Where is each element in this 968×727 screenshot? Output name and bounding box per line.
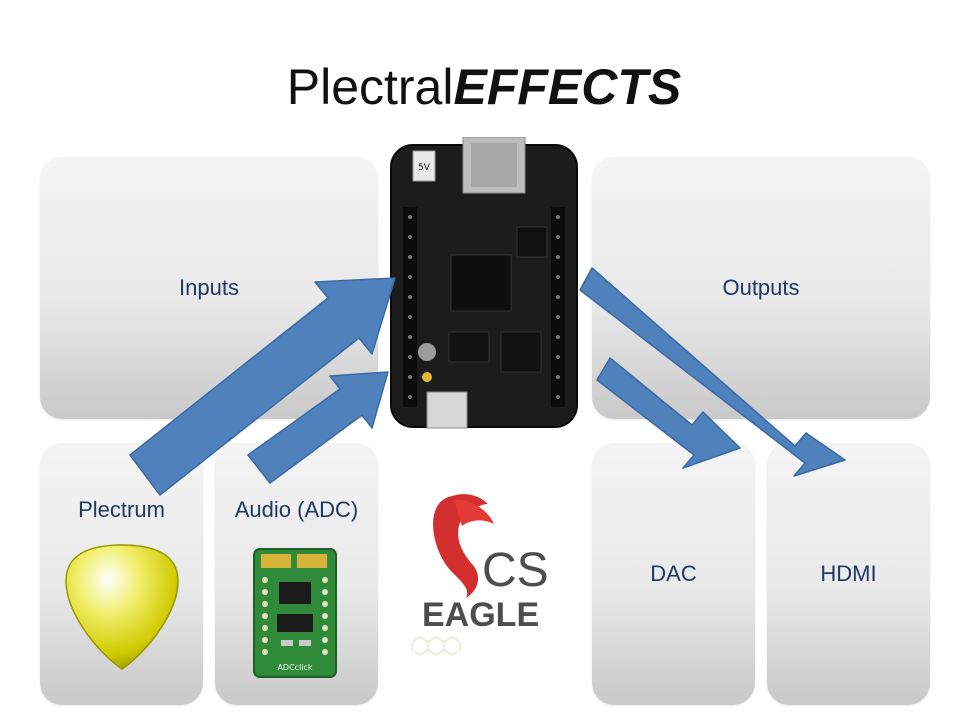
plectrum-icon xyxy=(65,544,179,670)
outputs-label: Outputs xyxy=(722,275,800,300)
plectrum-label: Plectrum xyxy=(78,497,165,522)
hdmi-label: HDMI xyxy=(820,561,877,586)
audio-adc-label: Audio (ADC) xyxy=(234,497,359,522)
board-jack-label: 5V xyxy=(418,163,431,173)
eagle-logo-initials: CS xyxy=(482,544,549,597)
page-title: PlectralEFFECTS xyxy=(0,58,968,116)
plectrum-box: Plectrum xyxy=(40,443,203,705)
audio-adc-box: Audio (ADC) ADCclick xyxy=(215,443,378,705)
beaglebone-board-image: 5V xyxy=(390,137,578,429)
hdmi-box: HDMI xyxy=(767,443,930,705)
title-prefix: Plectral xyxy=(286,59,454,115)
inputs-label: Inputs xyxy=(179,275,239,300)
outputs-box: Outputs xyxy=(592,157,930,419)
eagle-cad-logo: CS EAGLE xyxy=(411,494,549,656)
dac-label: DAC xyxy=(650,561,697,586)
adc-board-label: ADCclick xyxy=(277,663,312,672)
adc-to-board-arrow xyxy=(247,371,389,484)
board-to-hdmi-arrow xyxy=(579,267,846,477)
dac-box: DAC xyxy=(592,443,755,705)
title-emphasis: EFFECTS xyxy=(453,59,682,115)
board-to-dac-arrow xyxy=(596,357,741,469)
eagle-logo-word: EAGLE xyxy=(422,596,539,634)
plectrum-to-board-arrow xyxy=(129,277,396,496)
adc-board-image: ADCclick xyxy=(253,548,337,678)
